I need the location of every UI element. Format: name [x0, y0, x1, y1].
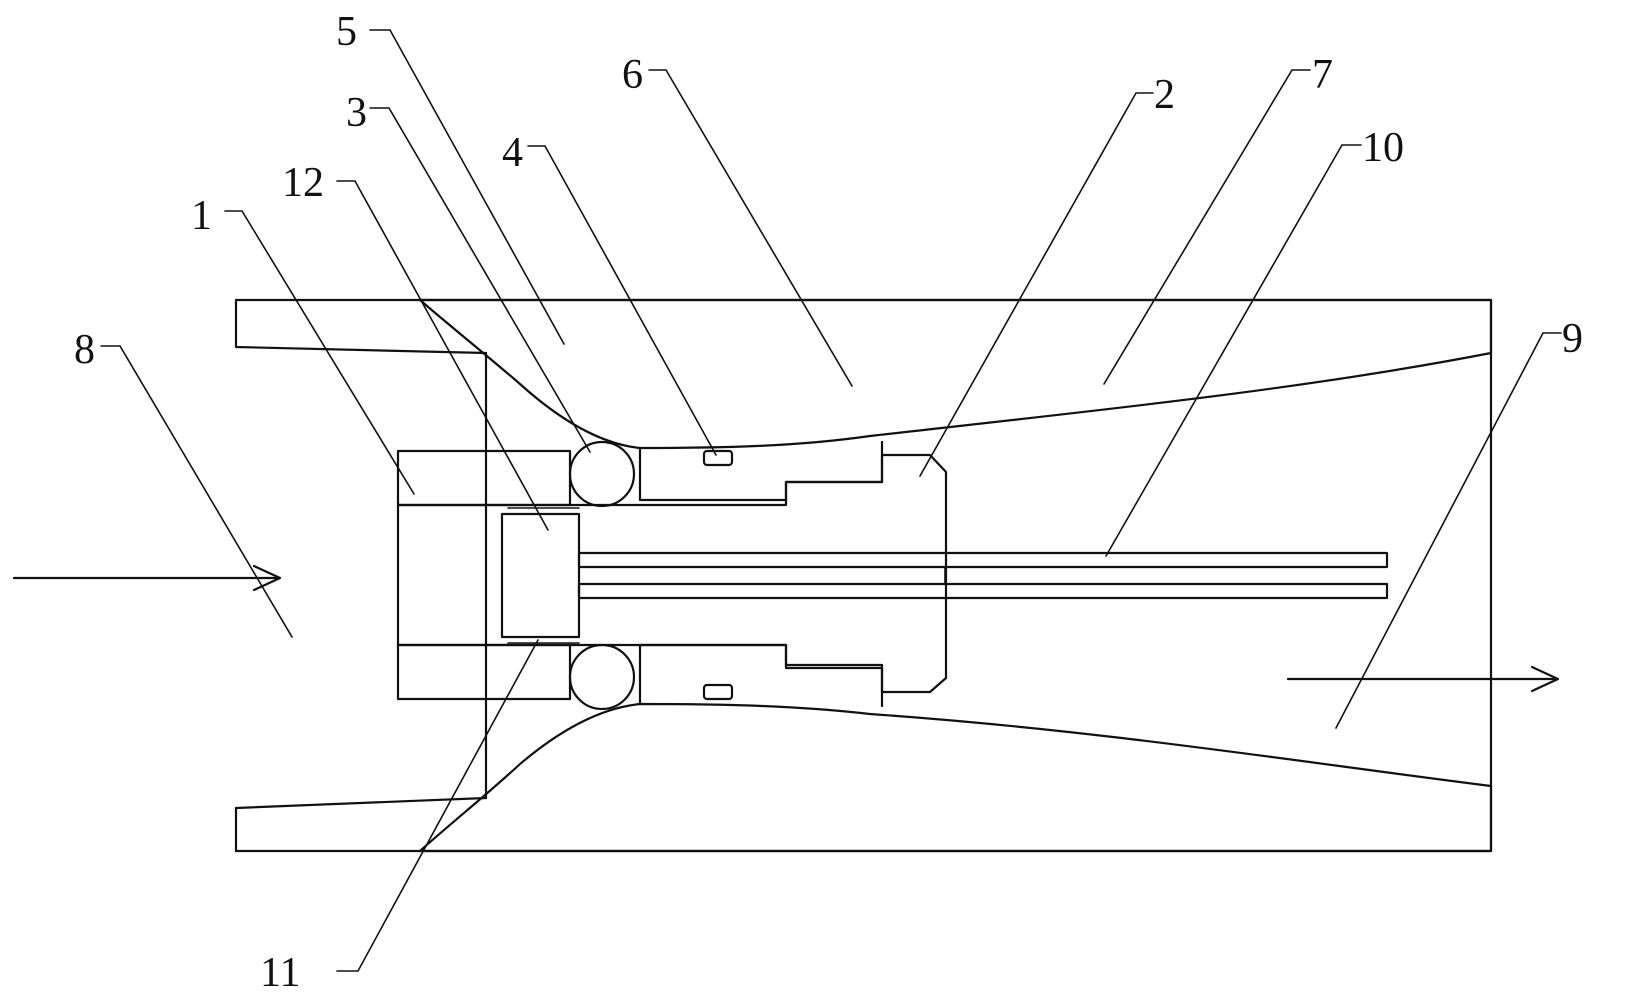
needle-tube [577, 551, 1389, 600]
lower-converging-diverging-wall [418, 702, 1493, 853]
outlet-flow-arrow [1286, 665, 1560, 693]
label-6: 6 [622, 52, 643, 98]
lower-retainer-block [396, 643, 572, 701]
upper-converging-diverging-wall [418, 298, 1493, 450]
label-3: 3 [346, 90, 367, 136]
label-4: 4 [502, 130, 523, 176]
outer-housing [234, 298, 1493, 853]
label-2: 2 [1154, 72, 1175, 118]
label-11: 11 [260, 950, 300, 996]
inlet-flow-arrow [12, 564, 282, 592]
label-5: 5 [336, 9, 357, 55]
label-9: 9 [1562, 316, 1583, 362]
upper-seal-ring [702, 449, 734, 467]
label-10: 10 [1362, 125, 1404, 171]
label-1: 1 [191, 193, 212, 239]
label-12: 12 [282, 160, 324, 206]
insert-cavity [500, 512, 581, 639]
leader-lines [100, 29, 1562, 972]
lower-ball [568, 643, 636, 711]
label-8: 8 [74, 327, 95, 373]
core-body [396, 453, 948, 694]
upper-ball [568, 440, 636, 508]
lower-seal-ring [702, 683, 734, 701]
label-7: 7 [1312, 52, 1333, 98]
upper-retainer-block [396, 449, 572, 507]
